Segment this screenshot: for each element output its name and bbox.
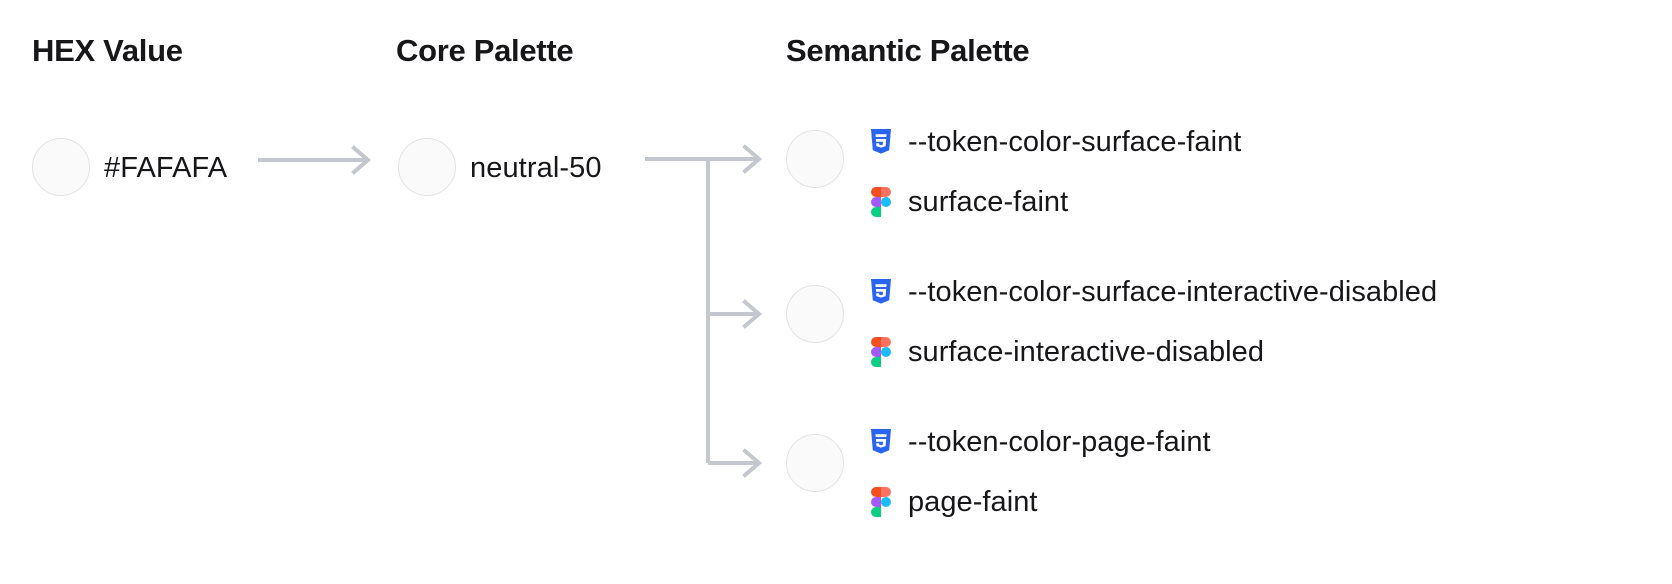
figma-icon	[868, 337, 894, 367]
figma-token-name: surface-faint	[908, 185, 1069, 218]
css-token-name: --token-color-page-faint	[908, 425, 1211, 458]
semantic-color-swatch	[786, 285, 844, 343]
token-row: --token-color-surface-interactive-disabl…	[868, 262, 1437, 382]
arrow-hex-to-core-icon	[258, 145, 372, 175]
css-token-line: --token-color-page-faint	[868, 412, 1211, 472]
hex-color-swatch	[32, 138, 90, 196]
figma-token-line: surface-faint	[868, 172, 1241, 232]
branch-connector-core-to-semantic-icon	[645, 144, 763, 478]
token-row: --token-color-page-faint page-faint	[868, 412, 1211, 532]
css3-icon	[868, 127, 894, 157]
css-token-name: --token-color-surface-interactive-disabl…	[908, 275, 1438, 308]
css3-icon	[868, 427, 894, 457]
hex-value-label: #FAFAFA	[104, 152, 228, 184]
figma-token-name: page-faint	[908, 485, 1038, 518]
css-token-line: --token-color-surface-interactive-disabl…	[868, 262, 1437, 322]
css-token-line: --token-color-surface-faint	[868, 112, 1241, 172]
column-heading-semantic-palette: Semantic Palette	[786, 33, 1030, 68]
column-heading-hex-value: HEX Value	[32, 33, 183, 68]
figma-token-line: page-faint	[868, 472, 1211, 532]
column-heading-core-palette: Core Palette	[396, 33, 574, 68]
figma-icon	[868, 487, 894, 517]
figma-token-line: surface-interactive-disabled	[868, 322, 1437, 382]
semantic-color-swatch	[786, 434, 844, 492]
token-row: --token-color-surface-faint surface-fain…	[868, 112, 1241, 232]
core-palette-label: neutral-50	[470, 152, 602, 184]
css-token-name: --token-color-surface-faint	[908, 125, 1242, 158]
css3-icon	[868, 277, 894, 307]
figma-token-name: surface-interactive-disabled	[908, 335, 1265, 368]
core-color-swatch	[398, 138, 456, 196]
semantic-color-swatch	[786, 130, 844, 188]
figma-icon	[868, 187, 894, 217]
